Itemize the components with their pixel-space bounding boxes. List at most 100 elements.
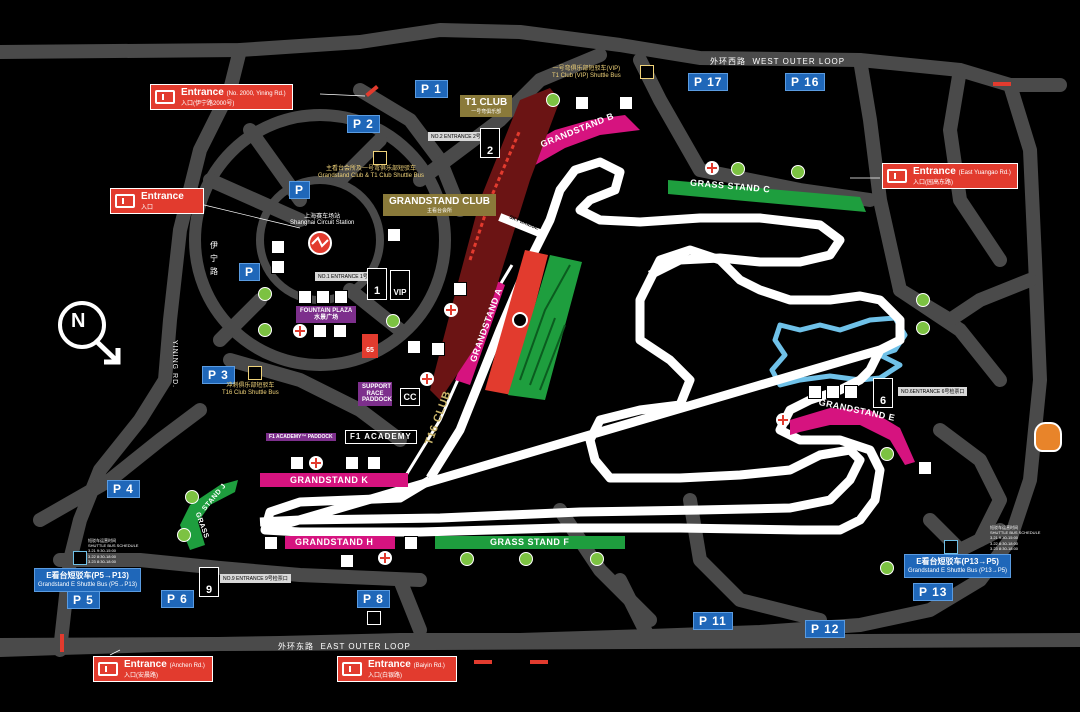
entrance-baiyin[interactable]: Entrance (Baiyin Rd.) 入口(白银路) <box>337 656 457 682</box>
picnic-icon <box>619 96 633 110</box>
parking-p2[interactable]: P 2 <box>347 115 380 133</box>
grass-stand-c-shape <box>668 180 866 212</box>
bus-icon <box>367 611 381 625</box>
f1-academy-paddock-tag: F1 ACADEMY™ PADDOCK <box>266 433 336 441</box>
grandstand-k-label[interactable]: GRANDSTAND K <box>290 475 369 485</box>
gate-6[interactable]: 6 <box>873 378 893 408</box>
east-outer-loop-label: 外环东路 EAST OUTER LOOP <box>278 641 411 652</box>
shuttle-en: Grandstand Club & T1 Club Shuttle Bus <box>318 173 424 180</box>
yining-road-cn-label: 伊 宁 路 <box>210 241 219 276</box>
club-zone-stripes <box>430 88 560 400</box>
bus-icon <box>944 540 958 554</box>
food-icon <box>880 447 894 461</box>
merch-icon <box>316 290 330 304</box>
parking-p1[interactable]: P 1 <box>415 80 448 98</box>
station-label-cn: 上海赛车场站 <box>304 214 341 220</box>
parking-p-west[interactable]: P <box>239 263 261 281</box>
shuttle-vip-label: 一号弯俱乐部短驳车(VIP) T1 Club (VIP) Shuttle Bus <box>552 66 621 80</box>
shuttle-t16-label: 冲刺俱乐部短驳车 T16 Club Shuttle Bus <box>222 383 279 397</box>
wc-icon <box>575 96 589 110</box>
grandstand-b-shape <box>510 115 640 180</box>
ticket-icon <box>98 662 118 676</box>
entrance-label-cn: 入口(伊宁路2000号) <box>181 101 235 107</box>
gallery-icon <box>407 340 421 354</box>
ticket-icon <box>115 194 135 208</box>
schedule-title-en: SHUTTLE BUS SCHEDULE <box>88 543 139 549</box>
picnic-icon <box>290 456 304 470</box>
shuttle-en: T1 Club (VIP) Shuttle Bus <box>552 73 621 80</box>
fountain-plaza-tag[interactable]: FOUNTAIN PLAZA 水景广场 <box>296 306 357 324</box>
food-icon <box>916 321 930 335</box>
shuttle-cn: 主看台会所及一号弯俱乐部短驳车 <box>325 166 416 172</box>
shuttle-e-east-tag[interactable]: E看台短驳车(P13→P5) Grandstand E Shuttle Bus … <box>904 554 1012 578</box>
shuttle-en: Grandstand E Shuttle Bus (P5→P13) <box>38 581 138 588</box>
parking-p13[interactable]: P 13 <box>913 583 954 601</box>
shop-icon <box>367 456 381 470</box>
schedule-row: 3.21 9:30-15:00 <box>88 548 117 554</box>
parking-p11[interactable]: P 11 <box>693 612 733 630</box>
entrance-anchen[interactable]: Entrance (Anchen Rd.) 入口(安晨路) <box>93 656 213 682</box>
parking-p3[interactable]: P 3 <box>202 366 235 384</box>
road-name-cn: 外环西路 <box>710 57 746 66</box>
entrance-east-yuangao[interactable]: Entrance (East Yuangao Rd.) 入口(园高东路) <box>882 163 1018 189</box>
merch-icon <box>404 536 418 550</box>
food-icon <box>731 162 745 176</box>
food-icon <box>258 287 272 301</box>
schedule-row: 3.23 8:30-18:00 <box>88 558 117 564</box>
gate-9[interactable]: 9 <box>199 567 219 597</box>
gate-2[interactable]: 2 <box>480 128 500 158</box>
schedule-title-en: SHUTTLE BUS SCHEDULE <box>990 530 1041 536</box>
ticket-icon <box>887 169 907 183</box>
shuttle-e-west-tag[interactable]: E看台短驳车(P5→P13) Grandstand E Shuttle Bus … <box>34 568 142 592</box>
medical-icon <box>378 551 392 565</box>
t1-club-label[interactable]: T1 CLUB 一号弯俱乐部 <box>460 95 513 117</box>
parking-p5[interactable]: P 5 <box>67 591 100 609</box>
support-race-paddock-tag[interactable]: SUPPORT RACE PADDOCK <box>358 382 392 406</box>
cc-box[interactable]: CC <box>400 388 420 406</box>
grass-stand-f-label[interactable]: GRASS STAND F <box>490 537 570 547</box>
schedule-row: 3.22 8:30-18:00 <box>990 540 1019 546</box>
gate-1[interactable]: 1 <box>367 268 387 300</box>
shuttle-cn: E看台短驳车(P5→P13) <box>46 571 129 580</box>
medical-icon <box>420 372 434 386</box>
schedule-title-cn: 短驳车运营时间 <box>88 538 116 543</box>
parking-p12[interactable]: P 12 <box>805 620 846 638</box>
tag-en: NO.6ENTRANCE <box>901 389 941 395</box>
entrance-label-cn: 入口 <box>141 205 154 211</box>
entrance-yining[interactable]: Entrance (No. 2000, Yining Rd.) 入口(伊宁路20… <box>150 84 293 110</box>
entrance-sub: (No. 2000, Yining Rd.) <box>226 91 286 97</box>
entrance-sub: (Anchen Rd.) <box>169 663 205 669</box>
grandstand-h-shape <box>285 536 395 549</box>
gate-vip[interactable]: VIP <box>390 270 410 300</box>
picnic-icon <box>334 290 348 304</box>
parking-p4[interactable]: P 4 <box>107 480 140 498</box>
food-icon <box>791 165 805 179</box>
mascot-icon <box>1034 422 1062 452</box>
schedule-title-cn: 短驳车运营时间 <box>990 525 1018 530</box>
shuttle-cn: E看台短驳车(P13→P5) <box>916 557 999 566</box>
info-icon <box>453 282 467 296</box>
entrance-label: Entrance <box>368 659 411 670</box>
wc-icon <box>431 342 445 356</box>
parking-p6[interactable]: P 6 <box>161 590 194 608</box>
parking-p17[interactable]: P 17 <box>688 73 729 91</box>
food-icon <box>916 293 930 307</box>
road-name-en: WEST OUTER LOOP <box>752 57 846 66</box>
shuttle-en: Grandstand E Shuttle Bus (P13→P5) <box>908 567 1008 574</box>
grandstand-h-label[interactable]: GRANDSTAND H <box>295 537 374 547</box>
entrance-label: Entrance <box>141 191 184 202</box>
grandstand-club-label[interactable]: GRANDSTAND CLUB 主看台会所 <box>383 194 496 216</box>
entrance-west[interactable]: Entrance 入口 <box>110 188 204 214</box>
parking-p16[interactable]: P 16 <box>785 73 826 91</box>
shuttle-cn: 冲刺俱乐部短驳车 <box>226 383 275 389</box>
parking-p8[interactable]: P 8 <box>357 590 390 608</box>
road-name-en: EAST OUTER LOOP <box>320 642 411 651</box>
parking-p-circle[interactable]: P <box>289 181 311 199</box>
food-icon <box>590 552 604 566</box>
ticket-icon <box>342 662 362 676</box>
shuttle-schedule-west: 短驳车运营时间 SHUTTLE BUS SCHEDULE 3.21 9:30-1… <box>88 538 138 564</box>
pit-marker <box>512 312 528 328</box>
tag-en: NO.9 ENTRANCE <box>223 576 264 582</box>
entrance-label: Entrance <box>913 166 956 177</box>
